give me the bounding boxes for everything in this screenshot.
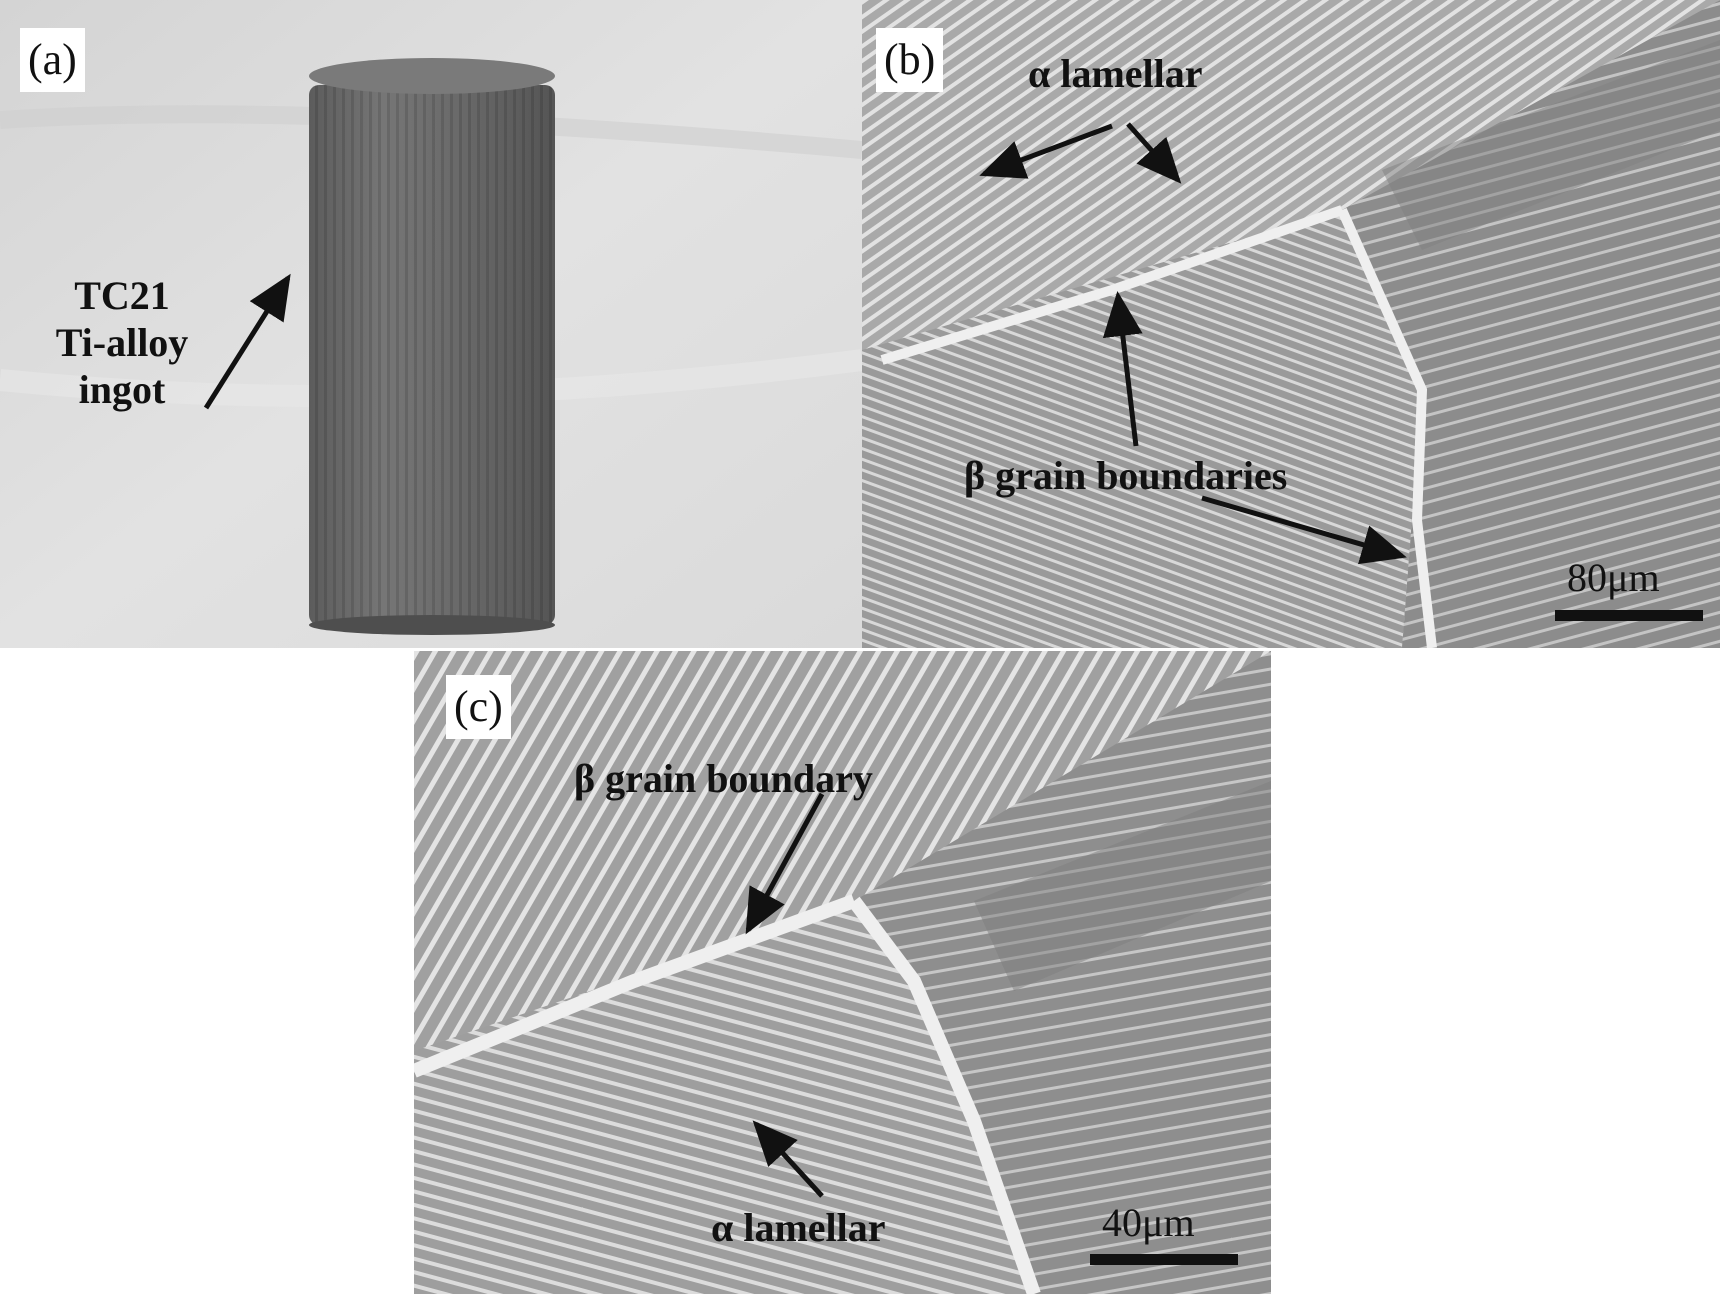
- arrow-beta-c: [745, 792, 825, 935]
- arrow-beta-b-right: [1201, 495, 1407, 565]
- beta-grain-boundary-label: β grain boundary: [574, 756, 873, 801]
- panel-c-tag: (c): [446, 675, 511, 739]
- micrograph-c-image: [414, 651, 1271, 1294]
- arrow-alpha-c: [752, 1120, 824, 1198]
- arrow-alpha-b-left: [979, 123, 1113, 179]
- arrow-beta-b-up: [1102, 291, 1143, 447]
- scale-text-c: 40μm: [1102, 1200, 1195, 1245]
- micrograph-b-image: [862, 0, 1720, 648]
- ingot-label-line-1: TC21: [74, 273, 170, 318]
- ingot-label: TC21 Ti-alloy ingot: [38, 272, 206, 414]
- alpha-lamellar-label-b: α lamellar: [1028, 51, 1203, 96]
- scale-text-b: 80μm: [1567, 555, 1660, 600]
- panel-a-photo: (a) TC21 Ti-alloy ingot: [0, 0, 862, 648]
- arrow-alpha-b-right: [1126, 122, 1182, 184]
- scale-bar-c: [1090, 1254, 1238, 1265]
- alpha-lamellar-label-c: α lamellar: [711, 1205, 886, 1250]
- panel-a-tag: (a): [20, 28, 85, 92]
- arrow-ingot: [203, 273, 291, 410]
- panel-c-micrograph: (c) β grain boundary α lamellar 40μm: [414, 651, 1271, 1294]
- beta-grain-boundaries-label: β grain boundaries: [964, 453, 1288, 498]
- scale-bar-b: [1555, 610, 1703, 621]
- ingot-label-line-3: ingot: [78, 367, 166, 413]
- ingot-photo: [0, 0, 862, 648]
- panel-b-micrograph: (b) α lamellar β grain boundaries 80μm: [862, 0, 1720, 648]
- panel-b-tag: (b): [876, 28, 944, 92]
- ingot-label-line-2: Ti-alloy: [55, 320, 189, 366]
